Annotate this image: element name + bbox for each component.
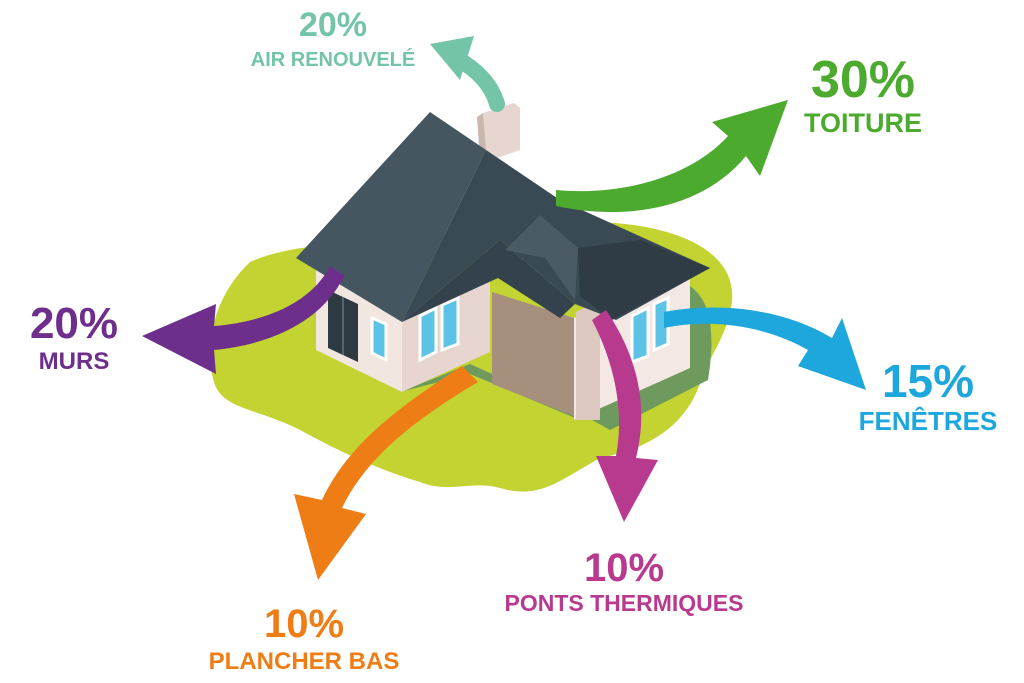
dormer-roof — [505, 215, 578, 300]
window — [370, 315, 388, 363]
percent-floor: 10% — [263, 602, 345, 646]
arrow-air-head — [430, 36, 474, 80]
percent-air-renewed: 20% — [298, 6, 368, 44]
label-windows: 15% FENÊTRES — [846, 358, 1010, 434]
percent-windows: 15% — [881, 355, 975, 407]
label-air-renewed: 20% AIR RENOUVELÉ — [228, 8, 438, 70]
percent-thermal-bridges: 10% — [583, 546, 665, 590]
name-walls: MURS — [38, 348, 110, 375]
window — [440, 295, 460, 353]
arrow-roof — [556, 100, 788, 213]
right-wing-side — [576, 300, 600, 420]
name-windows: FENÊTRES — [858, 406, 998, 436]
window — [630, 305, 650, 365]
roof-front — [402, 240, 575, 322]
label-floor: 10% PLANCHER BAS — [192, 604, 416, 674]
arrow-thermal-bridges — [592, 310, 658, 522]
label-walls: 20% MURS — [14, 302, 134, 374]
window — [418, 305, 438, 363]
name-roof: TOITURE — [803, 108, 922, 138]
name-air-renewed: AIR RENOUVELÉ — [250, 49, 416, 71]
arrow-windows — [664, 307, 866, 390]
percent-walls: 20% — [29, 299, 119, 348]
arrow-floor — [294, 366, 478, 580]
label-thermal-bridges: 10% PONTS THERMIQUES — [468, 548, 780, 615]
chimney — [483, 103, 520, 162]
roof-left — [296, 112, 486, 322]
roof-right — [578, 240, 710, 320]
percent-roof: 30% — [810, 51, 916, 109]
label-roof: 30% TOITURE — [788, 54, 938, 137]
window — [652, 295, 670, 353]
arrow-walls — [142, 266, 344, 374]
name-thermal-bridges: PONTS THERMIQUES — [504, 590, 744, 616]
name-floor: PLANCHER BAS — [208, 648, 400, 675]
garage-door — [492, 292, 574, 416]
